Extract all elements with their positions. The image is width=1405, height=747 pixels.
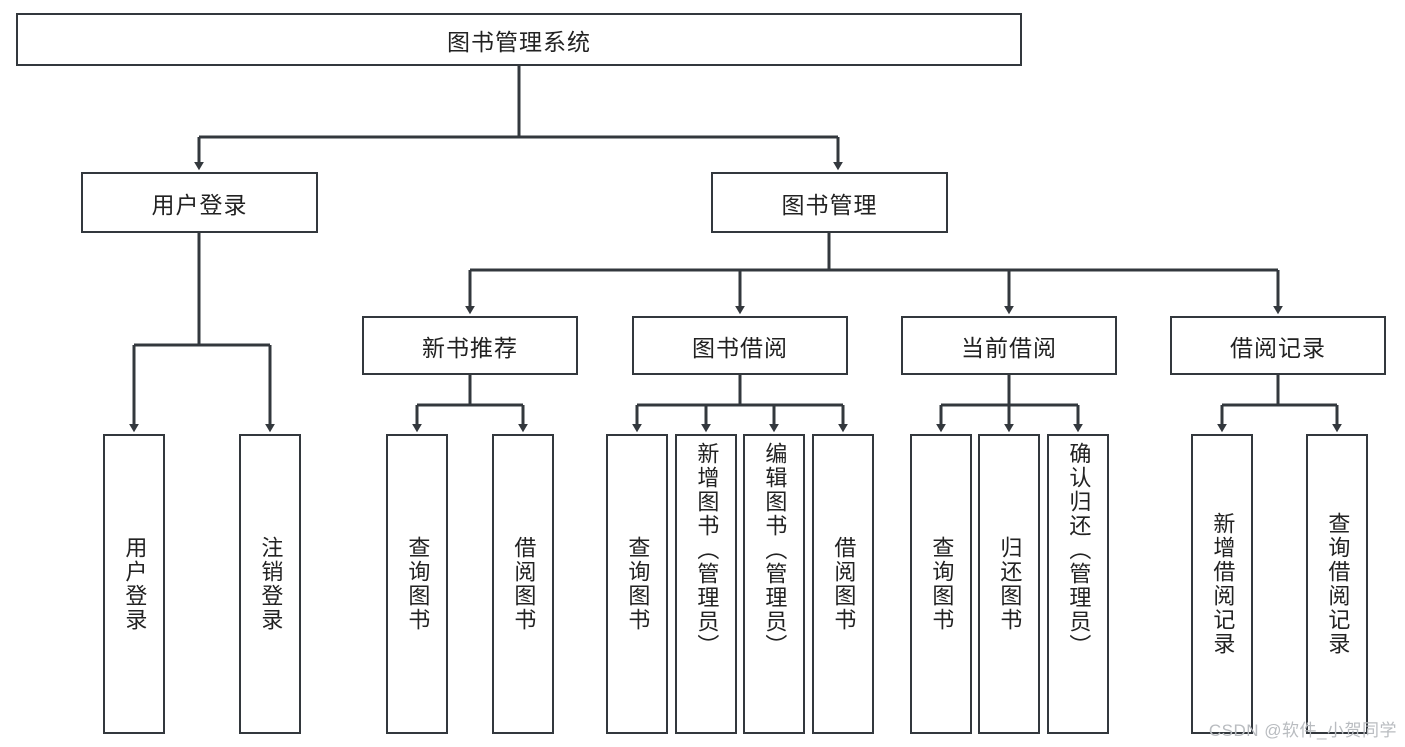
leaf-current-borrow-return[interactable]: 归还图书 [978, 434, 1040, 734]
node-label: 新增借阅记录 [1210, 512, 1236, 656]
node-user-login[interactable]: 用户登录 [81, 172, 318, 233]
node-label: 用户登录 [151, 191, 248, 218]
node-label: 图书管理系统 [447, 28, 591, 55]
node-label: 确认归还（管理员） [1066, 442, 1092, 658]
node-root-system[interactable]: 图书管理系统 [16, 13, 1022, 66]
leaf-book-borrow-add[interactable]: 新增图书（管理员） [675, 434, 737, 734]
node-borrow-records[interactable]: 借阅记录 [1170, 316, 1386, 375]
leaf-borrow-records-query[interactable]: 查询借阅记录 [1306, 434, 1368, 734]
leaf-user-login-logout[interactable]: 注销登录 [239, 434, 301, 734]
node-label: 新增图书（管理员） [694, 442, 720, 658]
node-label: 借阅图书 [511, 536, 537, 632]
leaf-borrow-records-add[interactable]: 新增借阅记录 [1191, 434, 1253, 734]
node-label: 注销登录 [258, 536, 284, 632]
leaf-user-login-login[interactable]: 用户登录 [103, 434, 165, 734]
node-label: 归还图书 [997, 536, 1023, 632]
leaf-book-borrow-query[interactable]: 查询图书 [606, 434, 668, 734]
node-label: 借阅图书 [831, 536, 857, 632]
node-label: 查询借阅记录 [1325, 512, 1351, 656]
leaf-book-borrow-edit[interactable]: 编辑图书（管理员） [743, 434, 805, 734]
node-current-borrow[interactable]: 当前借阅 [901, 316, 1117, 375]
leaf-current-borrow-query[interactable]: 查询图书 [910, 434, 972, 734]
leaf-new-books-query[interactable]: 查询图书 [386, 434, 448, 734]
leaf-current-borrow-confirm-return[interactable]: 确认归还（管理员） [1047, 434, 1109, 734]
leaf-new-books-borrow[interactable]: 借阅图书 [492, 434, 554, 734]
node-label: 借阅记录 [1230, 334, 1326, 361]
node-label: 图书借阅 [692, 334, 788, 361]
node-label: 查询图书 [405, 536, 431, 632]
node-label: 用户登录 [122, 536, 148, 632]
watermark-text: CSDN @软件_小贺同学 [1208, 721, 1397, 740]
node-label: 查询图书 [625, 536, 651, 632]
node-label: 查询图书 [929, 536, 955, 632]
leaf-book-borrow-borrow[interactable]: 借阅图书 [812, 434, 874, 734]
node-label: 图书管理 [781, 191, 878, 218]
node-label: 新书推荐 [422, 334, 518, 361]
node-book-management[interactable]: 图书管理 [711, 172, 948, 233]
node-label: 编辑图书（管理员） [762, 442, 788, 658]
node-label: 当前借阅 [961, 334, 1057, 361]
node-book-borrow[interactable]: 图书借阅 [632, 316, 848, 375]
node-new-book-recommend[interactable]: 新书推荐 [362, 316, 578, 375]
